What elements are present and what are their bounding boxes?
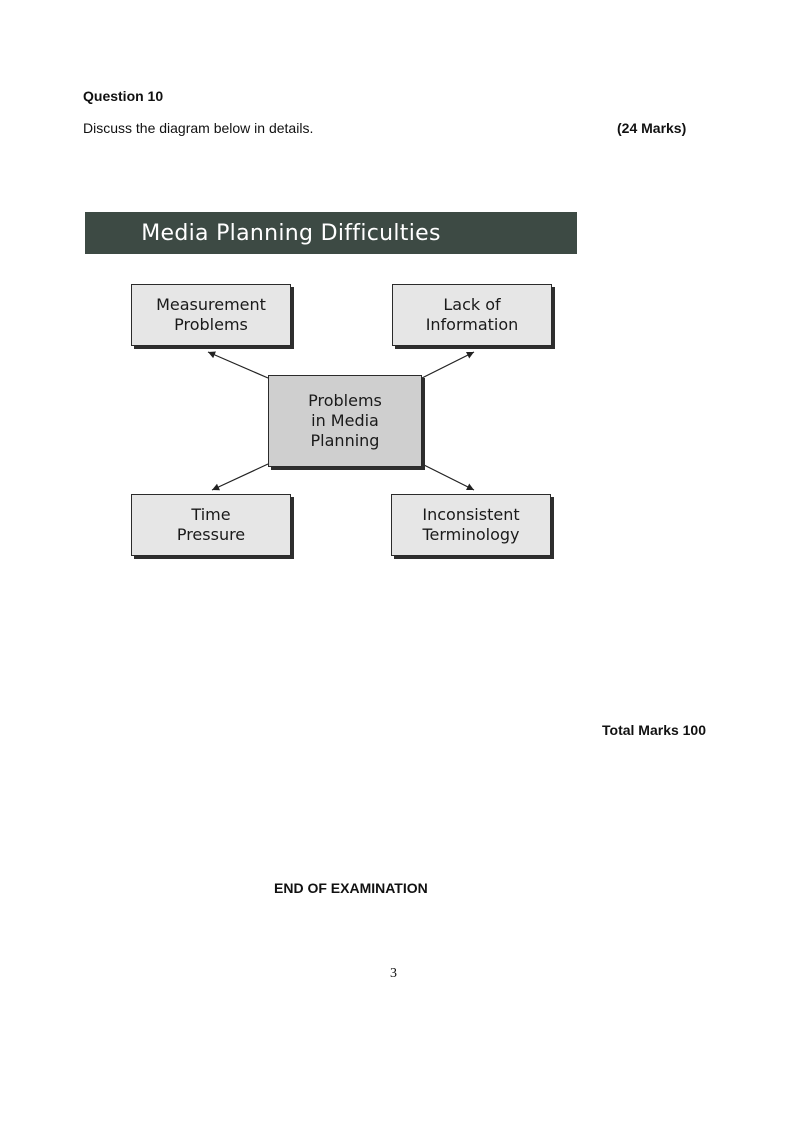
question-title: Question 10 xyxy=(83,88,164,104)
box-problems-in-media-planning: Problems in Media Planning xyxy=(268,375,422,467)
arrow-top-right xyxy=(421,351,475,379)
total-marks: Total Marks 100 xyxy=(602,722,707,738)
arrow-bottom-left xyxy=(211,463,269,491)
arrow-top-left xyxy=(207,351,269,379)
question-marks: (24 Marks) xyxy=(617,120,687,136)
box-line: Information xyxy=(425,315,519,334)
box-line: Pressure xyxy=(176,525,246,544)
end-of-examination: END OF EXAMINATION xyxy=(274,880,428,896)
box-line: Problems xyxy=(174,315,248,334)
arrow-bottom-right xyxy=(421,463,475,491)
center-line: Planning xyxy=(310,431,380,450)
center-line: in Media xyxy=(311,411,379,430)
box-inconsistent-terminology: Inconsistent Terminology xyxy=(391,494,551,556)
box-lack-of-information: Lack of Information xyxy=(392,284,552,346)
box-line: Lack of xyxy=(443,295,501,314)
question-instruction: Discuss the diagram below in details. xyxy=(83,120,314,136)
diagram-banner: Media Planning Difficulties xyxy=(85,212,577,254)
box-line: Inconsistent xyxy=(422,505,520,524)
box-measurement-problems: Measurement Problems xyxy=(131,284,291,346)
box-line: Terminology xyxy=(422,525,520,544)
page-number: 3 xyxy=(390,966,397,981)
box-line: Measurement xyxy=(156,295,266,314)
box-time-pressure: Time Pressure xyxy=(131,494,291,556)
center-line: Problems xyxy=(308,391,382,410)
box-line: Time xyxy=(191,505,231,524)
